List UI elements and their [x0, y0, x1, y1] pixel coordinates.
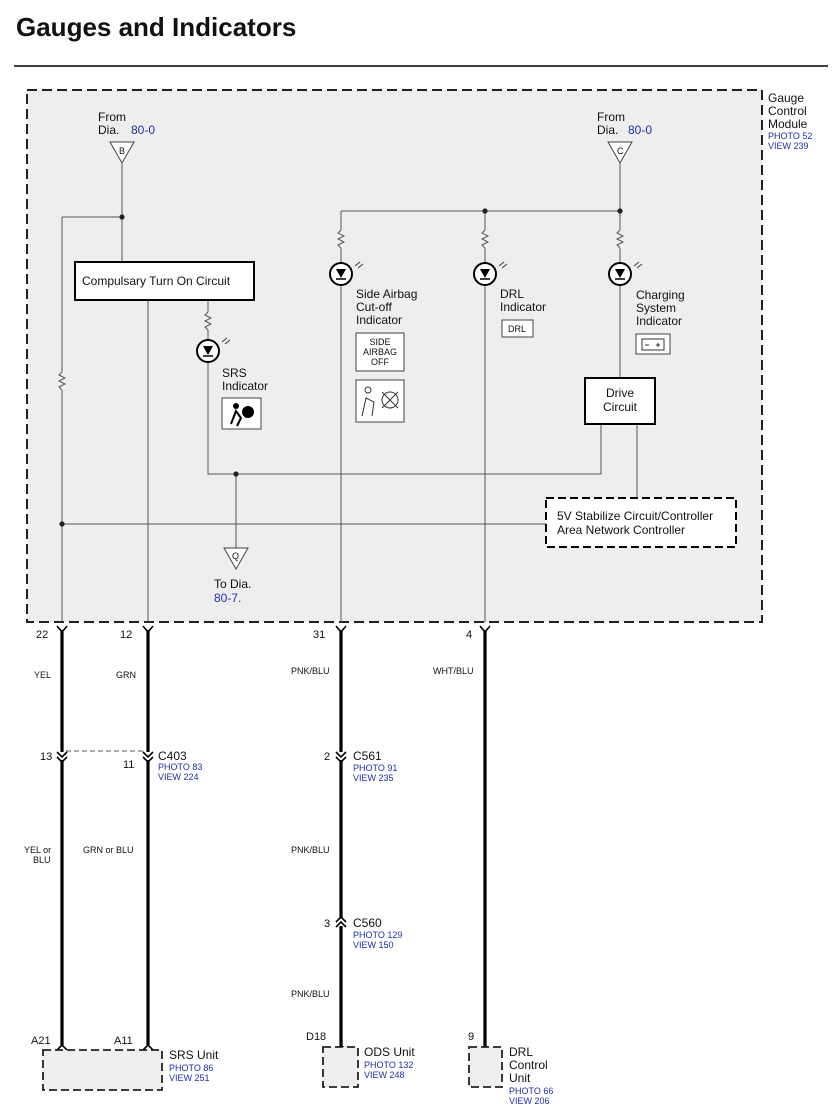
pin-4: 4	[466, 629, 472, 641]
side-airbag-line2: Cut-off	[356, 300, 392, 314]
drl-symbol-box	[501, 319, 534, 338]
wire-yel-or-blu-line1: YEL or	[24, 845, 51, 855]
wire-grn-or-blu: GRN or BLU	[83, 845, 134, 855]
wire-grn: GRN	[116, 670, 136, 680]
pin-9: 9	[468, 1031, 474, 1043]
battery-icon	[635, 333, 671, 355]
module-photo[interactable]: PHOTO 52	[768, 131, 812, 141]
side-airbag-line3: Indicator	[356, 313, 402, 327]
side-airbag-seat-icon	[355, 379, 405, 423]
charging-lamp-icon	[608, 261, 643, 286]
svg-text:OFF: OFF	[371, 357, 389, 367]
srs-indicator-line2: Indicator	[222, 379, 268, 393]
source-b-dia: Dia.	[98, 123, 119, 137]
external-harness	[56, 625, 491, 1051]
connector-c403-view[interactable]: VIEW 224	[158, 772, 199, 782]
page-title: Gauges and Indicators	[16, 12, 296, 42]
charging-indicator-line2: System	[636, 301, 676, 315]
connector-c561-view[interactable]: VIEW 235	[353, 773, 394, 783]
drl-unit-view[interactable]: VIEW 206	[509, 1096, 550, 1106]
source-b-triangle	[109, 141, 135, 165]
airbag-warning-icon	[221, 397, 262, 430]
pin-a21: A21	[31, 1035, 51, 1047]
pin-3: 3	[324, 918, 330, 930]
wire-pnk-blu-2: PNK/BLU	[291, 845, 330, 855]
wire-yel-or-blu-line2: BLU	[33, 855, 51, 865]
source-c-triangle	[607, 141, 633, 165]
to-dia-letter: Q	[232, 551, 239, 561]
srs-unit-view[interactable]: VIEW 251	[169, 1073, 210, 1083]
source-c-from: From	[597, 110, 625, 124]
source-c-ref[interactable]: 80-0	[628, 123, 652, 137]
ods-unit-photo[interactable]: PHOTO 132	[364, 1060, 413, 1070]
module-name-line2: Control	[768, 104, 807, 118]
connector-c403-name: C403	[158, 749, 187, 763]
module-name-line3: Module	[768, 117, 808, 131]
compulsary-turn-on-block	[74, 261, 255, 301]
pin-11: 11	[123, 759, 134, 771]
to-dia-ref[interactable]: 80-7.	[214, 591, 241, 605]
to-dia-triangle	[223, 547, 249, 571]
drive-circuit-line2: Circuit	[603, 400, 638, 414]
connector-c560-view[interactable]: VIEW 150	[353, 940, 394, 950]
drive-circuit-line1: Drive	[606, 386, 634, 400]
stabilize-controller-block	[545, 497, 737, 548]
svg-text:SIDE: SIDE	[369, 337, 390, 347]
ods-unit-name: ODS Unit	[364, 1045, 415, 1059]
connector-c561-name: C561	[353, 749, 382, 763]
drl-unit-line1: DRL	[509, 1045, 533, 1059]
drl-unit-line3: Unit	[509, 1071, 531, 1085]
srs-indicator-lamp-icon	[196, 337, 231, 363]
module-name-line1: Gauge	[768, 91, 804, 105]
connector-c403-photo[interactable]: PHOTO 83	[158, 762, 202, 772]
drive-circuit-block	[584, 377, 656, 425]
svg-text:AIRBAG: AIRBAG	[363, 347, 397, 357]
pin-2: 2	[324, 751, 330, 763]
ods-unit-view[interactable]: VIEW 248	[364, 1070, 405, 1080]
srs-unit-photo[interactable]: PHOTO 86	[169, 1063, 213, 1073]
drl-unit-photo[interactable]: PHOTO 66	[509, 1086, 553, 1096]
srs-unit-name: SRS Unit	[169, 1048, 219, 1062]
source-b-letter: B	[119, 146, 125, 156]
drl-symbol-text: DRL	[508, 324, 526, 334]
side-airbag-off-symbol: SIDE AIRBAG OFF	[355, 332, 405, 372]
ods-unit-box	[322, 1046, 359, 1088]
pin-d18: D18	[306, 1031, 326, 1043]
source-b-from: From	[98, 110, 126, 124]
drl-indicator-line2: Indicator	[500, 300, 546, 314]
internal-wiring	[57, 163, 638, 622]
compulsary-turn-on-label: Compulsary Turn On Circuit	[82, 274, 231, 288]
connector-c560-photo[interactable]: PHOTO 129	[353, 930, 402, 940]
charging-indicator-line3: Indicator	[636, 314, 682, 328]
drl-unit-line2: Control	[509, 1058, 548, 1072]
side-airbag-line1: Side Airbag	[356, 287, 417, 301]
source-c-letter: C	[617, 146, 624, 156]
side-airbag-lamp-icon	[329, 261, 364, 286]
wire-pnk-blu-3: PNK/BLU	[291, 989, 330, 999]
pin-a11: A11	[114, 1035, 133, 1047]
charging-indicator-line1: Charging	[636, 288, 685, 302]
stabilize-line2: Area Network Controller	[557, 523, 685, 537]
pin-13: 13	[40, 751, 52, 763]
wire-yel: YEL	[34, 670, 51, 680]
stabilize-line1: 5V Stabilize Circuit/Controller	[557, 509, 713, 523]
pin-31: 31	[313, 629, 325, 641]
wire-wht-blu: WHT/BLU	[433, 666, 474, 676]
pin-22: 22	[36, 629, 48, 641]
connector-c561-photo[interactable]: PHOTO 91	[353, 763, 397, 773]
srs-unit-box	[42, 1049, 163, 1091]
source-c-dia: Dia.	[597, 123, 618, 137]
drl-lamp-icon	[473, 261, 508, 286]
source-b-ref[interactable]: 80-0	[131, 123, 155, 137]
srs-indicator-line1: SRS	[222, 366, 247, 380]
module-view[interactable]: VIEW 239	[768, 141, 809, 151]
drl-control-unit-box	[468, 1046, 503, 1088]
wire-pnk-blu-1: PNK/BLU	[291, 666, 330, 676]
drl-indicator-line1: DRL	[500, 287, 524, 301]
pin-12: 12	[120, 629, 132, 641]
connector-c560-name: C560	[353, 916, 382, 930]
to-dia-label: To Dia.	[214, 577, 251, 591]
